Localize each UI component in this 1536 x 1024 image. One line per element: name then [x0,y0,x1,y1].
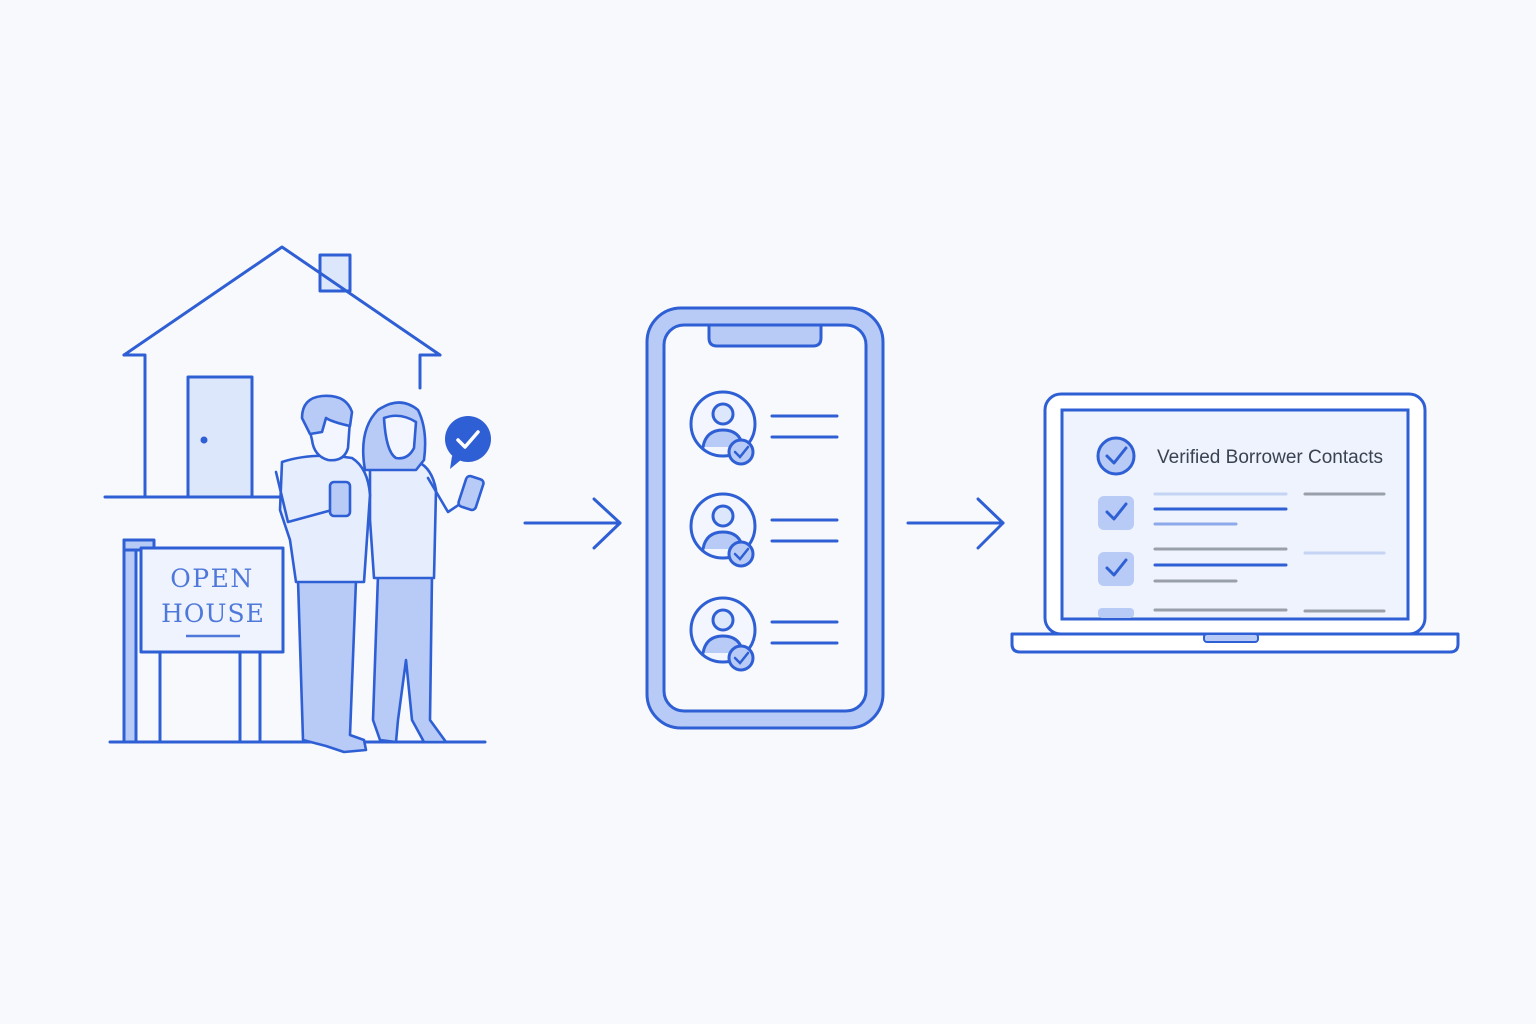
arrow-right-icon [906,497,1005,550]
open-house-sign: OPEN HOUSE [122,538,285,744]
woman-figure [361,401,485,744]
couple-with-phones [274,394,485,754]
sign-line-house: HOUSE [161,599,265,628]
contact-row [689,596,839,672]
sign-line-open: OPEN [170,564,253,593]
checkbox-icon [1098,608,1134,618]
laptop-screen-content: Verified Borrower Contacts [1096,436,1386,618]
arrow-right-icon [523,497,622,550]
laptop-title: Verified Borrower Contacts [1157,447,1383,468]
checkbox-icon [1098,552,1134,586]
contact-avatar-icon [689,596,757,672]
list-item-partial [1098,608,1386,618]
checkbox-icon [1098,496,1134,530]
contact-avatar-icon [689,492,757,568]
contact-list [689,390,839,672]
house-icon [103,245,442,499]
list-item [1098,547,1386,586]
verified-check-icon [1096,436,1136,476]
man-figure [274,394,372,754]
smartphone-icon [645,306,885,730]
list-item [1098,492,1386,530]
contact-row [689,390,839,466]
contact-avatar-icon [689,390,757,466]
verified-check-badge [445,416,491,469]
contact-row [689,492,839,568]
